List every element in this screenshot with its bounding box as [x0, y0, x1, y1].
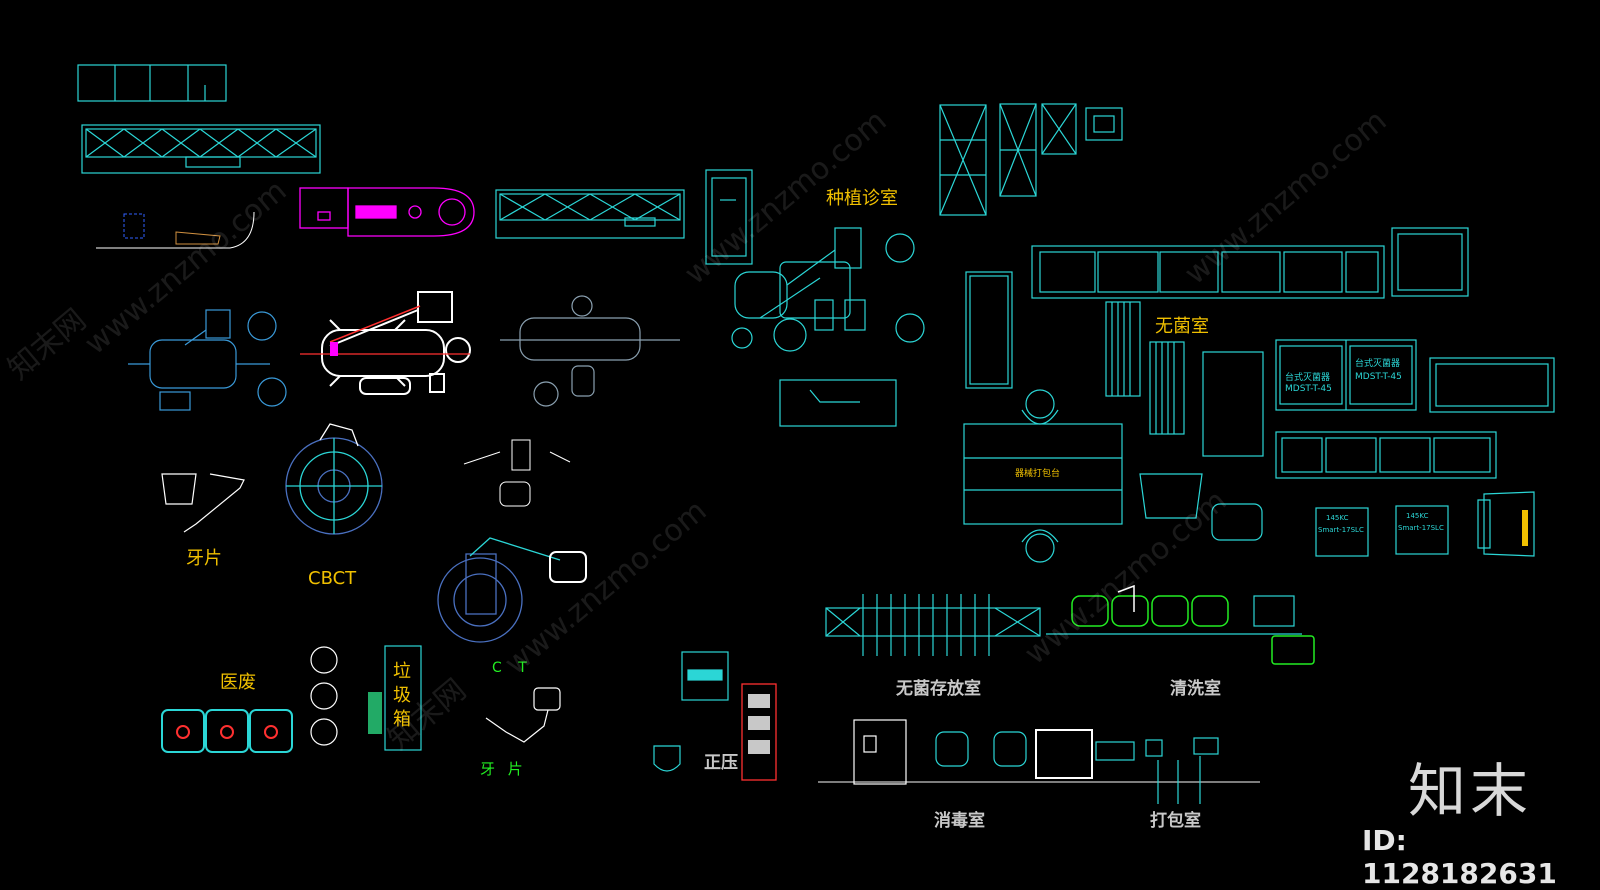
white-dental-chair — [321, 291, 471, 395]
label-medical-waste: 医废 — [220, 672, 256, 693]
positive-pressure-rack — [741, 683, 777, 781]
text-desktop-sterilizer-1: 台式灭菌器 — [1355, 359, 1401, 369]
text-code-2: 145KC — [1406, 512, 1429, 520]
text-smart-1: Smart-17SLC — [1318, 526, 1364, 534]
text-smart-2: Smart-17SLC — [1398, 524, 1444, 532]
desktop-sterilizers — [1275, 339, 1417, 411]
sterile-cabinet-right — [1391, 227, 1469, 297]
dental-film-unit-2 — [485, 687, 561, 743]
text-desktop-sterilizer-2: 台式灭菌器 — [1285, 373, 1331, 383]
x-ray-chair — [463, 439, 571, 507]
medical-waste-bins — [161, 709, 293, 753]
implant-wash-basin — [705, 169, 753, 265]
label-cleaning-room: 清洗室 — [1170, 679, 1221, 699]
cbct-machine — [285, 423, 383, 535]
label-implant-room: 种植诊室 — [826, 188, 898, 209]
brand-id: ID: 1128182631 — [1362, 824, 1557, 890]
label-sterile-storage: 无菌存放室 — [896, 679, 981, 699]
sterile-box-right — [1429, 357, 1555, 413]
sterile-small-boxes — [1275, 431, 1497, 479]
sterile-shelves — [1105, 301, 1185, 435]
label-dental-film-2: 牙 片 — [480, 760, 527, 778]
label-trash-bin-char-1: 垃 — [393, 661, 411, 682]
sink-basin — [1139, 473, 1203, 519]
label-positive-pressure: 正压 — [704, 753, 738, 773]
text-code-1: 145KC — [1326, 514, 1349, 522]
label-packing-table: 器械打包台 — [1015, 469, 1061, 479]
cleaning-device — [1253, 595, 1295, 627]
ct-machine — [437, 537, 587, 643]
label-trash-bin-char-2: 圾 — [393, 685, 411, 706]
label-ct: C T — [492, 660, 533, 676]
long-cabinet — [81, 124, 321, 174]
sterile-vertical-cabinet — [965, 271, 1013, 389]
cyan-dental-chair — [128, 309, 287, 411]
label-trash-bin-char-3: 箱 — [393, 709, 411, 730]
label-trash-bin: 垃 圾 箱 — [392, 660, 412, 732]
label-sterile-room: 无菌室 — [1155, 316, 1209, 337]
text-model-2: MDST-T-45 — [1285, 384, 1332, 394]
sterile-cabinets — [939, 103, 1123, 216]
text-model-1: MDST-T-45 — [1355, 372, 1402, 382]
brand-logo: 知末 — [1408, 757, 1533, 825]
waste-round-bins — [310, 646, 338, 746]
label-disinfection-room: 消毒室 — [934, 811, 985, 831]
disinfection-cabinet — [853, 719, 907, 785]
trash-bin-frame — [384, 645, 422, 751]
sterile-panel — [1202, 351, 1264, 457]
packing-table — [963, 389, 1123, 563]
label-cbct: CBCT — [308, 568, 357, 589]
small-cabinet — [681, 651, 729, 701]
cleaning-sinks — [1071, 595, 1315, 665]
magenta-dental-unit — [299, 187, 475, 237]
sterile-long-bench — [1031, 245, 1385, 299]
label-packing-room: 打包室 — [1150, 811, 1201, 831]
dental-film-unit-1 — [161, 473, 245, 533]
left-top-chair — [96, 211, 255, 249]
shield-symbol — [653, 745, 681, 772]
sterile-storage-rack — [825, 594, 1041, 656]
door-unit — [1477, 491, 1535, 557]
smart-device-1 — [1315, 507, 1369, 557]
top-cabinet-row — [77, 64, 227, 102]
gray-dental-chair — [500, 295, 680, 407]
middle-cabinet — [495, 189, 685, 239]
implant-dental-chair — [731, 227, 925, 352]
disinfection-machine — [1035, 729, 1093, 779]
label-dental-film-1: 牙片 — [186, 548, 222, 569]
smart-device-2 — [1395, 505, 1449, 555]
implant-counter — [779, 379, 897, 427]
